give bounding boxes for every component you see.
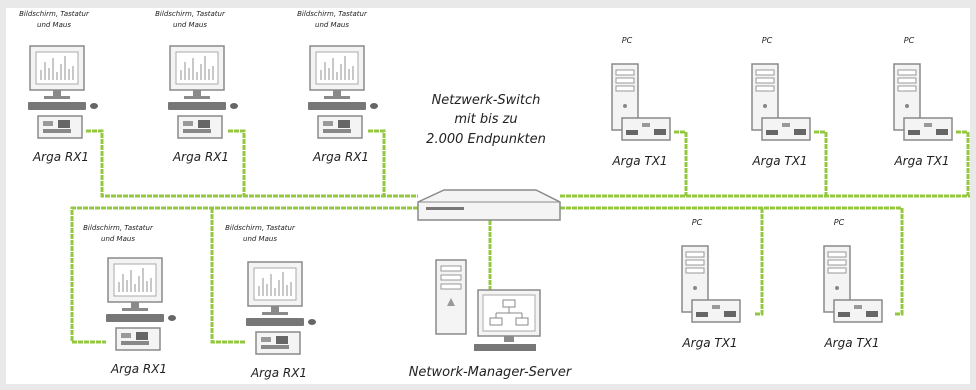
pc-station-2: [751, 63, 811, 141]
tx-label-4: Arga TX1: [682, 336, 738, 350]
network-manager-server: [435, 259, 541, 351]
tx-label-5: Arga TX1: [824, 336, 880, 350]
peripherals-label-line2-2: und Maus: [173, 21, 207, 29]
cable-tx1-3: [956, 130, 970, 196]
peripherals-label-line1-5: Bildschirm, Tastatur: [225, 224, 295, 232]
pc-label-3: PC: [903, 36, 915, 45]
peripherals-label-line1-3: Bildschirm, Tastatur: [297, 10, 367, 18]
peripherals-label-line2-3: und Maus: [315, 21, 349, 29]
cable-rx1-5: [210, 208, 246, 344]
rx-label-2: Arga RX1: [172, 150, 230, 164]
pc-station-5: [823, 245, 883, 323]
rx-label-5: Arga RX1: [250, 366, 308, 380]
cable-switch-right-bottom: [560, 206, 904, 316]
switch-label-line1: Netzwerk-Switch: [431, 93, 541, 108]
cable-rx1-3: [368, 129, 386, 196]
cable-tx1-2: [814, 130, 828, 196]
cable-tx1-1: [674, 130, 688, 196]
pc-station-1: [611, 63, 671, 141]
pc-station-4: [681, 245, 741, 323]
tx-label-1: Arga TX1: [612, 154, 668, 168]
workstation-4: [106, 257, 176, 351]
cable-rx1-2: [228, 129, 246, 196]
workstation-1: [28, 45, 98, 139]
pc-label-2: PC: [761, 36, 773, 45]
peripherals-label-line1-4: Bildschirm, Tastatur: [83, 224, 153, 232]
peripherals-label-line2-1: und Maus: [37, 21, 71, 29]
tx-label-2: Arga TX1: [752, 154, 808, 168]
workstation-3: [308, 45, 378, 139]
pc-label-1: PC: [621, 36, 633, 45]
pc-label-4: PC: [691, 218, 703, 227]
peripherals-label-line1-1: Bildschirm, Tastatur: [19, 10, 89, 18]
rx-label-4: Arga RX1: [110, 362, 168, 376]
pc-label-5: PC: [833, 218, 845, 227]
pc-station-3: [893, 63, 953, 141]
tx-label-3: Arga TX1: [894, 154, 950, 168]
workstation-2: [168, 45, 238, 139]
workstation-5: [246, 261, 316, 355]
network-switch: [417, 189, 561, 221]
cable-backbone-bottom: [70, 206, 418, 344]
rx-label-1: Arga RX1: [32, 150, 90, 164]
peripherals-label-line1-2: Bildschirm, Tastatur: [155, 10, 225, 18]
switch-label-line2: mit bis zu: [454, 112, 518, 127]
cable-layer: [28, 45, 970, 355]
switch-label-line3: 2.000 Endpunkten: [426, 132, 546, 147]
peripherals-label-line2-4: und Maus: [101, 235, 135, 243]
server-label: Network-Manager-Server: [408, 365, 572, 380]
cable-tx1-4: [754, 208, 764, 316]
peripherals-label-line2-5: und Maus: [243, 235, 277, 243]
cable-backbone-top: [86, 129, 418, 198]
rx-label-3: Arga RX1: [312, 150, 370, 164]
